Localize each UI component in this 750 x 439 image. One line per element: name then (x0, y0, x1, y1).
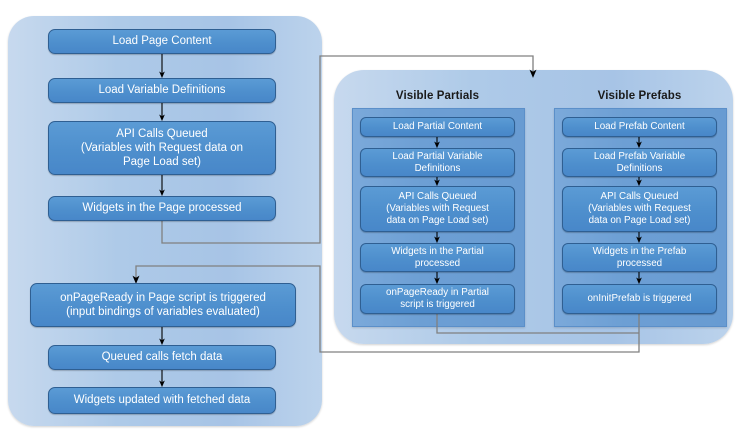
node-load-prefab-content[interactable]: Load Prefab Content (562, 117, 717, 137)
visible-partials-title: Visible Partials (395, 90, 480, 102)
node-onpageready-page[interactable]: onPageReady in Page script is triggered(… (30, 283, 296, 327)
node-load-page-content[interactable]: Load Page Content (48, 29, 276, 54)
node-queued-calls-fetch-data[interactable]: Queued calls fetch data (48, 345, 276, 370)
node-load-variable-definitions[interactable]: Load Variable Definitions (48, 78, 276, 103)
node-oninitprefab[interactable]: onInitPrefab is triggered (562, 284, 717, 314)
visible-prefabs-title: Visible Prefabs (597, 90, 682, 102)
node-widgets-in-page-processed[interactable]: Widgets in the Page processed (48, 196, 276, 221)
node-widgets-updated-with-fetched-data[interactable]: Widgets updated with fetched data (48, 387, 276, 414)
node-api-calls-queued[interactable]: API Calls Queued(Variables with Request … (48, 121, 276, 175)
node-load-partial-content[interactable]: Load Partial Content (360, 117, 515, 137)
